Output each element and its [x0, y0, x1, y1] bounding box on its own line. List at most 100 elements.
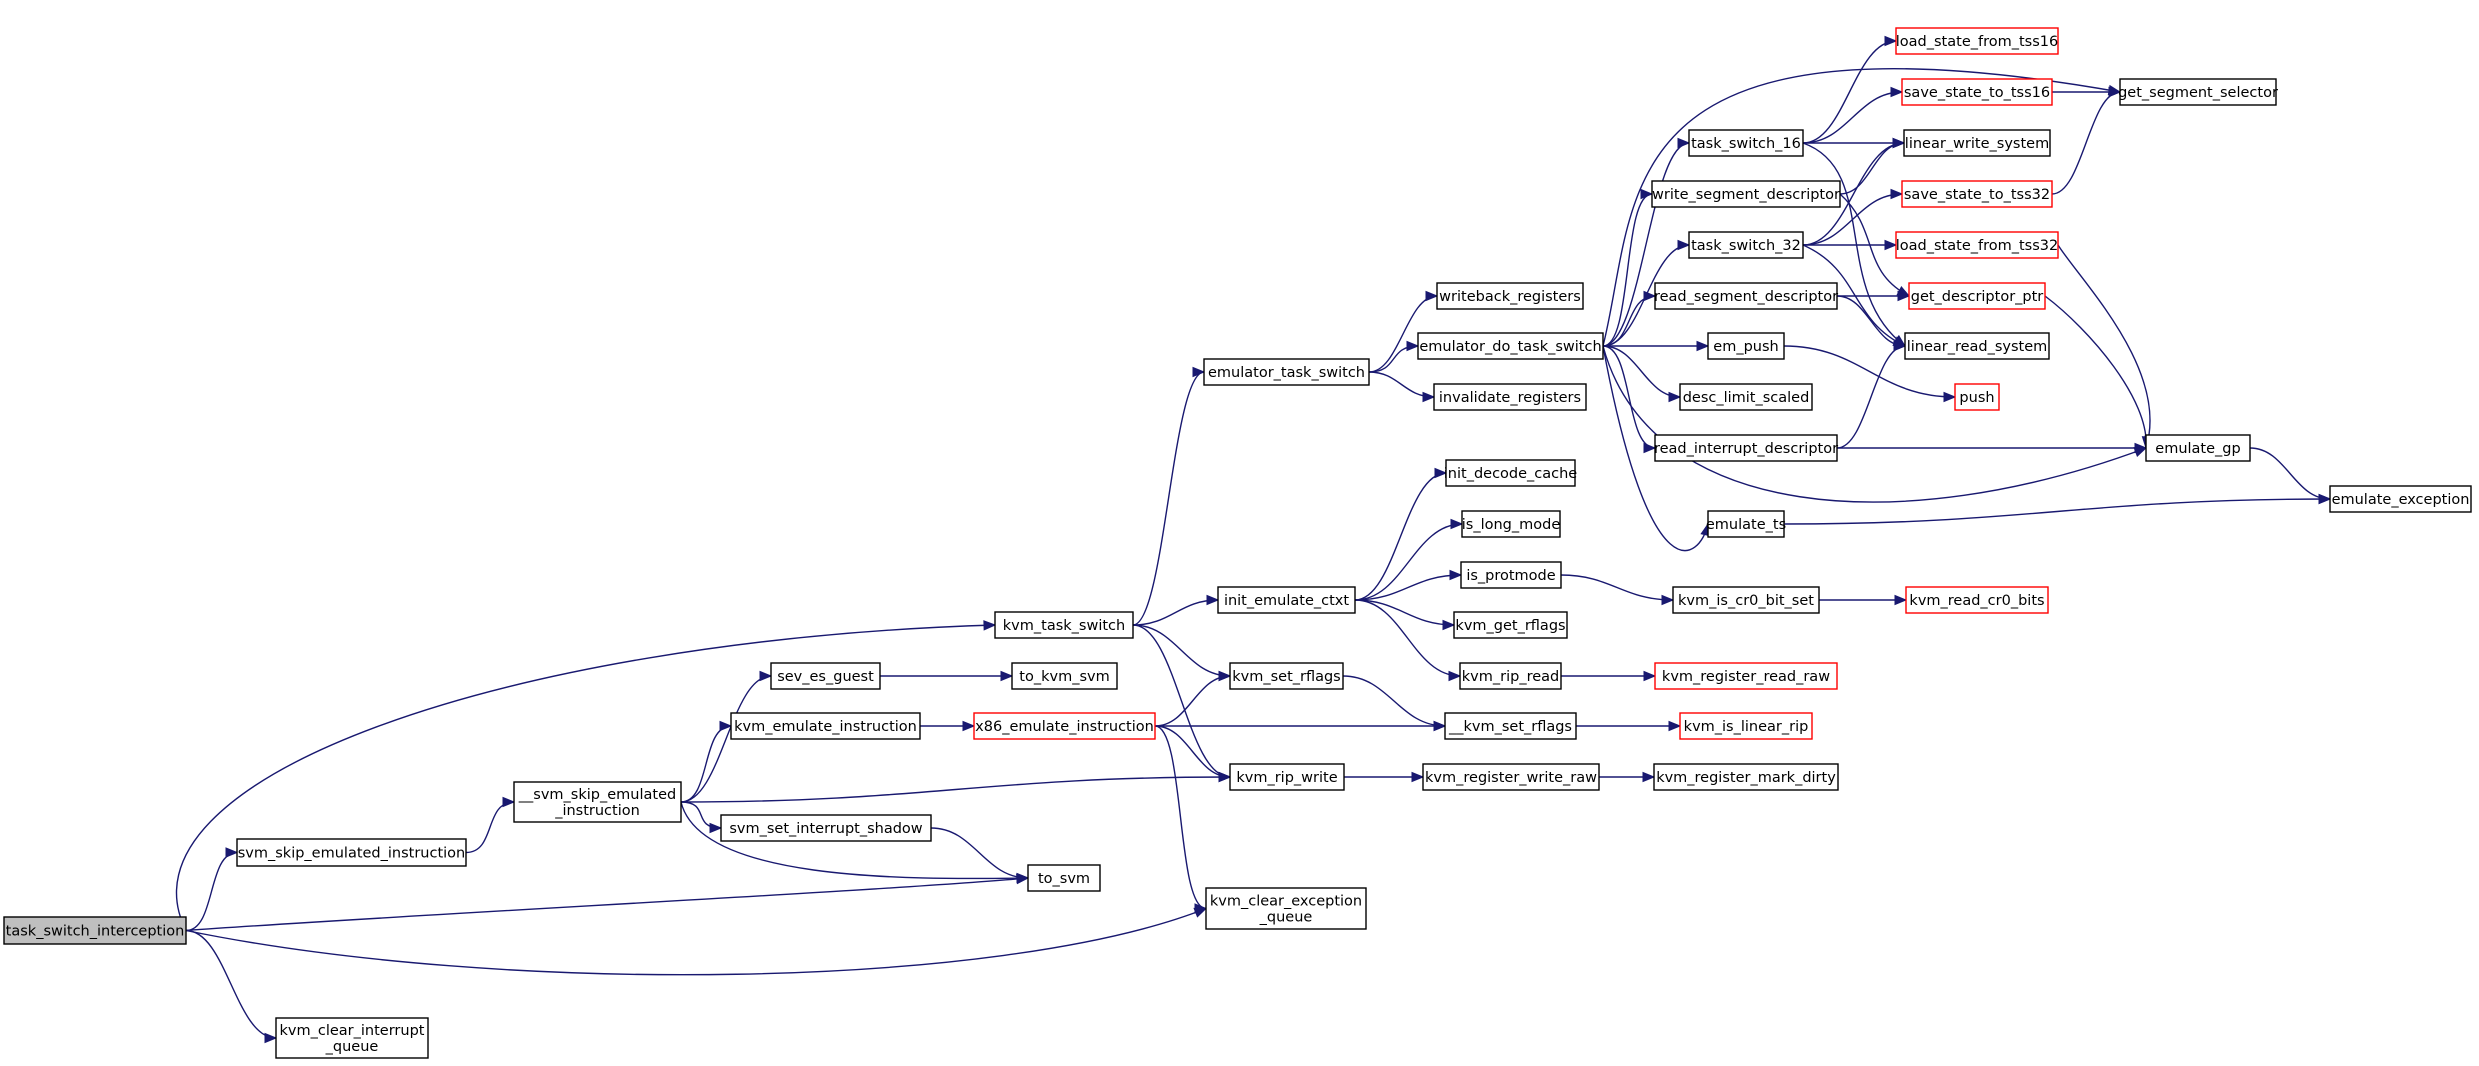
node-kvm_read_cr0_bits[interactable]: kvm_read_cr0_bits: [1905, 586, 2049, 614]
node-box: [513, 781, 682, 823]
node-box: [1417, 332, 1604, 360]
node-kvm_task_switch[interactable]: kvm_task_switch: [994, 611, 1134, 639]
node-linear_write_system[interactable]: linear_write_system: [1903, 129, 2051, 157]
node-load_state_from_tss16[interactable]: load_state_from_tss16: [1895, 27, 2059, 55]
node-save_state_to_tss32[interactable]: save_state_to_tss32: [1901, 180, 2053, 208]
node-is_long_mode[interactable]: is_long_mode: [1461, 510, 1561, 538]
node-label: x86_emulate_instruction: [975, 719, 1154, 735]
arrowhead-read_interrupt_descriptor-to-emulate_gp: [2134, 442, 2148, 454]
node-label: writeback_registers: [1439, 289, 1581, 305]
node-label: is_long_mode: [1462, 517, 1561, 533]
node-emulate_gp[interactable]: emulate_gp: [2145, 434, 2251, 462]
node-kvm_clear_exception_queue[interactable]: kvm_clear_exception_queue: [1205, 887, 1367, 930]
node-__svm_skip_emulated_instruction[interactable]: __svm_skip_emulated_instruction: [513, 781, 682, 823]
node-desc_limit_scaled[interactable]: desc_limit_scaled: [1679, 383, 1813, 411]
node-x86_emulate_instruction[interactable]: x86_emulate_instruction: [973, 712, 1156, 740]
node-writeback_registers[interactable]: writeback_registers: [1436, 282, 1584, 310]
node-task_switch_16[interactable]: task_switch_16: [1688, 129, 1804, 157]
node-box: [1908, 282, 2046, 310]
node-invalidate_registers[interactable]: invalidate_registers: [1433, 383, 1587, 411]
node-box: [1453, 611, 1568, 639]
node-kvm_set_rflags[interactable]: kvm_set_rflags: [1229, 662, 1344, 690]
node-kvm_is_linear_rip[interactable]: kvm_is_linear_rip: [1679, 712, 1813, 740]
node-write_segment_descriptor[interactable]: write_segment_descriptor: [1651, 180, 1841, 208]
node-emulator_task_switch[interactable]: emulator_task_switch: [1203, 358, 1370, 386]
arrowhead-__svm_skip_emulated_instruction-to-svm_set_interrupt_shadow: [709, 822, 723, 834]
node-box: [1688, 231, 1804, 259]
node-is_protmode[interactable]: is_protmode: [1460, 561, 1562, 589]
arrowhead-x86_emulate_instruction-to-kvm_set_rflags: [1218, 670, 1232, 682]
node-read_segment_descriptor[interactable]: read_segment_descriptor: [1654, 282, 1838, 310]
node-emulator_do_task_switch[interactable]: emulator_do_task_switch: [1417, 332, 1604, 360]
arrowhead-task_switch_16-to-load_state_from_tss16: [1884, 35, 1898, 47]
edge-emulator_do_task_switch-to-task_switch_16: [1602, 142, 1690, 347]
node-box: [236, 838, 467, 867]
node-kvm_emulate_instruction[interactable]: kvm_emulate_instruction: [730, 712, 921, 740]
node-get_segment_selector[interactable]: get_segment_selector: [2118, 78, 2278, 106]
node-kvm_get_rflags[interactable]: kvm_get_rflags: [1453, 611, 1568, 639]
node-label: desc_limit_scaled: [1683, 390, 1810, 406]
node-init_emulate_ctxt[interactable]: init_emulate_ctxt: [1217, 586, 1356, 614]
node-task_switch_interception[interactable]: task_switch_interception: [3, 916, 187, 945]
nodes-layer: task_switch_interception svm_skip_emulate…: [3, 27, 2472, 1059]
arrowhead-init_emulate_ctxt-to-kvm_rip_read: [1448, 670, 1462, 682]
arrowhead-emulator_do_task_switch-to-desc_limit_scaled: [1668, 391, 1682, 403]
arrowhead-kvm_is_cr0_bit_set-to-kvm_read_cr0_bits: [1894, 594, 1908, 606]
node-svm_skip_emulated_instruction[interactable]: svm_skip_emulated_instruction: [236, 838, 467, 867]
edge-task_switch_interception-to-kvm_clear_interrupt_queue: [185, 929, 277, 1039]
edge-task_switch_16-to-load_state_from_tss16: [1802, 40, 1897, 144]
node-label: kvm_clear_exception: [1210, 894, 1362, 910]
node-em_push[interactable]: em_push: [1707, 332, 1785, 360]
node-linear_read_system[interactable]: linear_read_system: [1904, 332, 2050, 360]
node-box: [2119, 78, 2277, 106]
arrowhead-emulator_do_task_switch-to-task_switch_16: [1677, 137, 1691, 149]
node-box: [1679, 712, 1813, 740]
edge-kvm_task_switch-to-kvm_rip_write: [1132, 624, 1231, 778]
node-kvm_register_write_raw[interactable]: kvm_register_write_raw: [1422, 763, 1600, 791]
node-box: [730, 712, 921, 740]
edge-read_segment_descriptor-to-linear_read_system: [1836, 295, 1906, 347]
node-kvm_register_mark_dirty[interactable]: kvm_register_mark_dirty: [1653, 763, 1839, 791]
node-box: [770, 662, 881, 690]
node-sev_es_guest[interactable]: sev_es_guest: [770, 662, 881, 690]
node-label: init_decode_cache: [1444, 466, 1578, 482]
node-label: __kvm_set_rflags: [1448, 719, 1572, 735]
node-box: [973, 712, 1156, 740]
node-label: read_interrupt_descriptor: [1654, 441, 1838, 457]
node-save_state_to_tss16[interactable]: save_state_to_tss16: [1901, 78, 2053, 106]
node-box: [1011, 662, 1118, 690]
edge-task_switch_interception-to-kvm_clear_exception_queue: [185, 907, 1207, 976]
node-box: [1707, 332, 1785, 360]
arrowhead-task_switch_interception-to-kvm_task_switch: [983, 620, 997, 631]
node-kvm_is_cr0_bit_set[interactable]: kvm_is_cr0_bit_set: [1672, 586, 1820, 614]
node-task_switch_32[interactable]: task_switch_32: [1688, 231, 1804, 259]
node-kvm_rip_read[interactable]: kvm_rip_read: [1459, 662, 1562, 690]
node-to_svm[interactable]: to_svm: [1027, 864, 1101, 892]
edge-__svm_skip_emulated_instruction-to-to_svm: [680, 801, 1029, 880]
node-box: [1459, 662, 1562, 690]
node-emulate_ts[interactable]: emulate_ts: [1706, 510, 1786, 538]
node-__kvm_set_rflags[interactable]: __kvm_set_rflags: [1444, 712, 1577, 740]
arrowhead-kvm_set_rflags-to-__kvm_set_rflags: [1433, 720, 1447, 732]
edge-task_switch_16-to-linear_read_system: [1802, 142, 1906, 347]
node-box: [1904, 332, 2050, 360]
node-svm_set_interrupt_shadow[interactable]: svm_set_interrupt_shadow: [720, 814, 932, 842]
node-kvm_clear_interrupt_queue[interactable]: kvm_clear_interrupt_queue: [275, 1017, 429, 1059]
node-emulate_exception[interactable]: emulate_exception: [2329, 485, 2472, 513]
node-box: [1688, 129, 1804, 157]
node-box: [1422, 763, 1600, 791]
node-kvm_rip_write[interactable]: kvm_rip_write: [1229, 763, 1345, 791]
node-init_decode_cache[interactable]: init_decode_cache: [1444, 459, 1578, 487]
node-push[interactable]: push: [1954, 383, 2000, 411]
arrowhead-kvm_rip_write-to-kvm_register_write_raw: [1411, 771, 1425, 783]
node-label: init_emulate_ctxt: [1224, 593, 1349, 609]
edge-svm_skip_emulated_instruction-to-__svm_skip_emulated_instruction: [465, 801, 515, 854]
node-load_state_from_tss32[interactable]: load_state_from_tss32: [1895, 231, 2059, 259]
arrowhead-kvm_task_switch-to-emulator_task_switch: [1192, 366, 1206, 378]
node-label: to_kvm_svm: [1019, 669, 1109, 685]
node-read_interrupt_descriptor[interactable]: read_interrupt_descriptor: [1654, 434, 1838, 462]
node-kvm_register_read_raw[interactable]: kvm_register_read_raw: [1654, 662, 1838, 690]
arrowhead-task_switch_32-to-save_state_to_tss32: [1890, 188, 1904, 200]
node-to_kvm_svm[interactable]: to_kvm_svm: [1011, 662, 1118, 690]
node-get_descriptor_ptr[interactable]: get_descriptor_ptr: [1908, 282, 2046, 310]
